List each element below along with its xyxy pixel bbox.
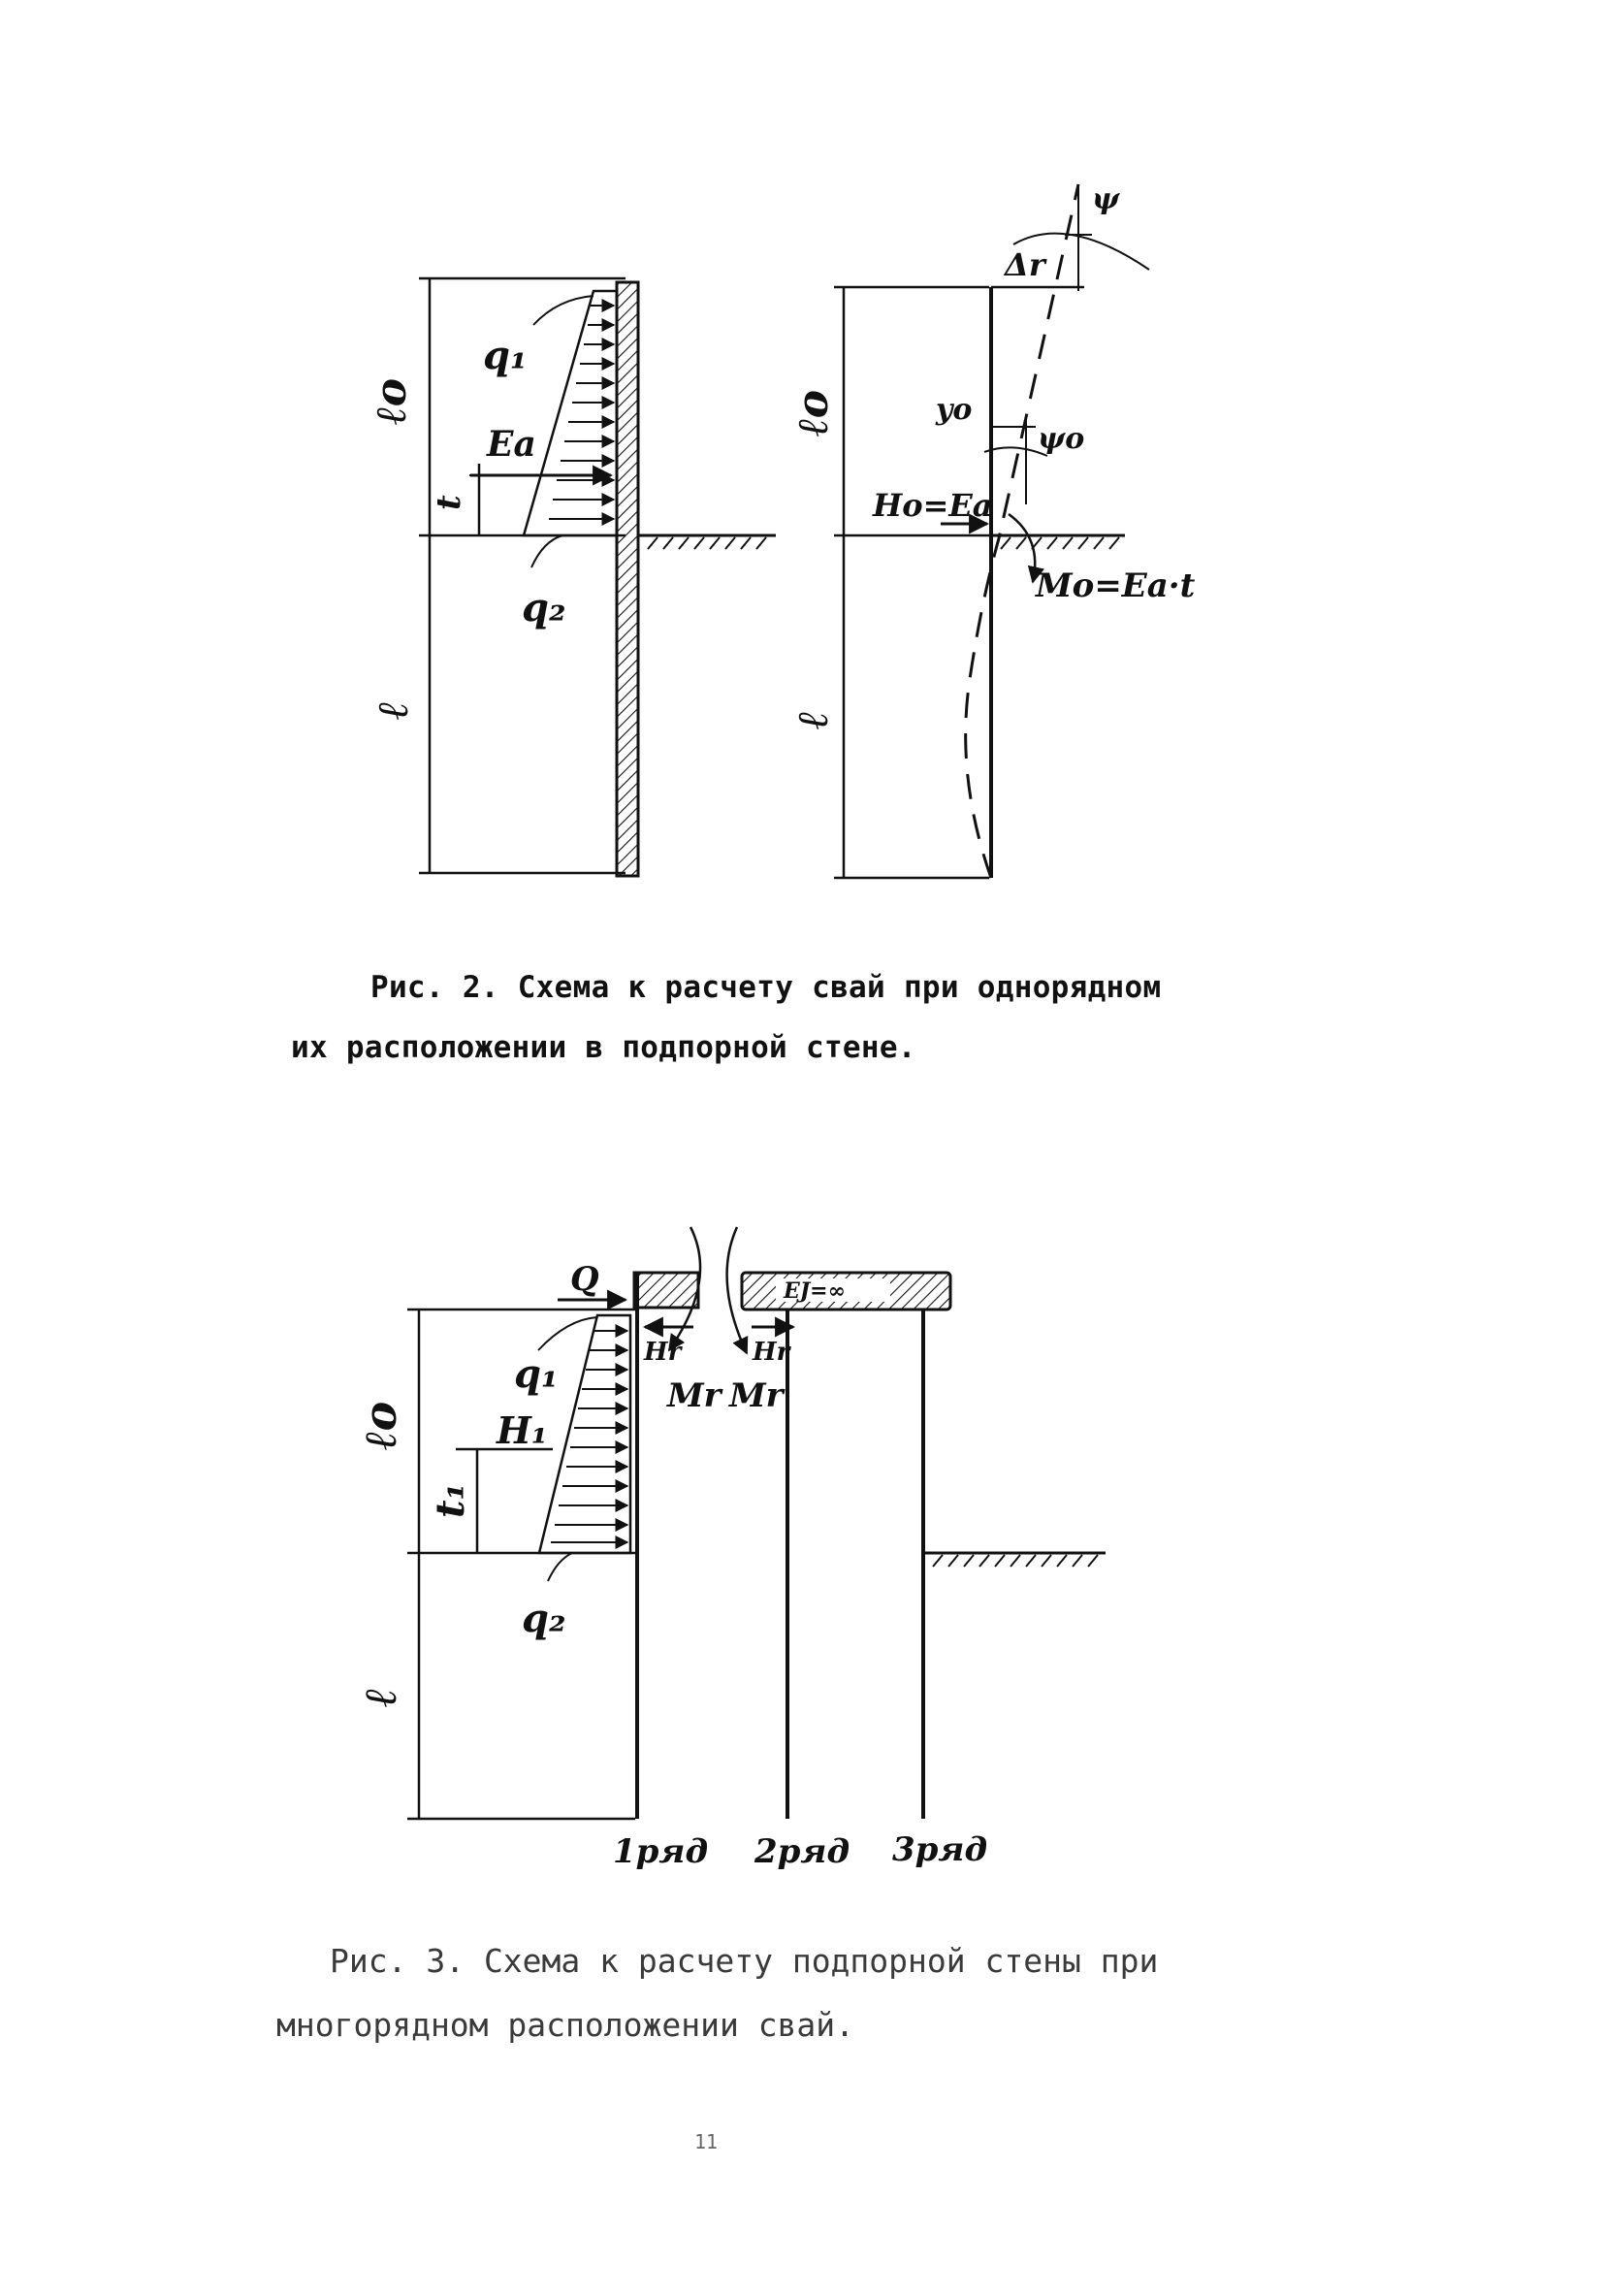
fig2-l-label: ℓ: [369, 701, 418, 720]
fig3-caption-line1: Рис. 3. Схема к расчету подпорной стены …: [330, 1942, 1159, 1980]
fig3-caption-line2: многорядном расположении свай.: [276, 2006, 855, 2044]
fig2-left-ground-hatch: [647, 536, 767, 550]
fig2-caption-line2: их расположении в подпорной стене.: [291, 1030, 916, 1065]
fig2-caption-line1: Рис. 2. Схема к расчету свай при одноряд…: [370, 970, 1162, 1005]
fig3-row2-label: 2ряд: [754, 1832, 850, 1871]
fig3-pressure-arrows: [551, 1324, 629, 1549]
fig2-m0-label: Mo=Ea·t: [1035, 566, 1196, 605]
fig3-mr-right-label: Mr: [728, 1376, 786, 1415]
fig2-right-l-label: ℓ: [788, 711, 838, 729]
fig2-m0-arc: [1008, 512, 1044, 584]
fig2-ea-label: Ea: [486, 424, 536, 465]
fig2-y0-label: yo: [935, 393, 972, 427]
fig3-l-label: ℓ: [354, 1688, 406, 1707]
fig3-ej-label-bg: [776, 1278, 890, 1302]
fig2-psi0-arc: [983, 446, 1048, 457]
fig2-right-scheme: ψ Δr ℓo yo ψo Ho=Ea Mo=Ea·t ℓ: [788, 182, 1196, 880]
fig3-q2-leader: [547, 1552, 573, 1582]
fig2-left-scheme: ℓo q₁ Ea t q₂ ℓ: [367, 276, 776, 878]
fig3-q1-label: q₁: [514, 1351, 559, 1397]
fig2-q1-label: q₁: [483, 333, 528, 378]
fig2-right-l0-label: ℓo: [788, 390, 838, 437]
fig3-mr-right-arc: [725, 1226, 749, 1355]
fig2-q1-leader: [532, 295, 594, 326]
fig2-deflection-curve: [964, 183, 1080, 879]
fig3-mr-left-arc: [667, 1226, 702, 1352]
fig3-hr-right-label: Hr: [752, 1338, 792, 1367]
fig3-ej-label: EJ=∞: [783, 1278, 846, 1304]
fig2-pile-hatched: [615, 280, 640, 878]
fig3-h1-label: H₁: [496, 1408, 548, 1452]
fig2-h0-label: Ho=Ea: [872, 487, 993, 524]
page-number: 11: [694, 2130, 719, 2153]
fig3-mr-left-label: Mr: [666, 1376, 723, 1415]
fig3-ground-hatch: [932, 1554, 1099, 1568]
fig2-delta-r-label: Δr: [1003, 246, 1047, 283]
fig3-q2-label: q₂: [522, 1596, 566, 1641]
fig3-t1-label: t₁: [428, 1483, 473, 1518]
fig2-psi-label: ψ: [1092, 182, 1121, 216]
fig2-psi0-label: ψo: [1038, 422, 1084, 456]
fig3-scheme: Q q₁ H₁ t₁ ℓo q₂ ℓ Hr Hr Mr Mr EJ=∞ 1ряд…: [354, 1226, 1106, 1871]
fig2-right-ground-hatch: [1000, 536, 1120, 550]
fig2-l0-label: ℓo: [367, 378, 416, 425]
fig3-hr-left-label: Hr: [643, 1338, 684, 1367]
fig3-row3-label: 3ряд: [892, 1830, 987, 1869]
fig2-q2-label: q₂: [522, 585, 566, 631]
fig3-row1-label: 1ряд: [613, 1832, 708, 1871]
fig2-pressure-arrows: [549, 299, 616, 526]
fig2-q2-leader: [530, 534, 563, 568]
fig2-t-label: t: [430, 495, 468, 510]
fig3-l0-label: ℓo: [354, 1402, 406, 1450]
fig3-q1-leader: [537, 1316, 598, 1351]
fig3-cap-left: [632, 1271, 700, 1310]
fig3-q-label: Q: [570, 1260, 599, 1299]
fig3-pressure-diagram: [537, 1313, 632, 1555]
